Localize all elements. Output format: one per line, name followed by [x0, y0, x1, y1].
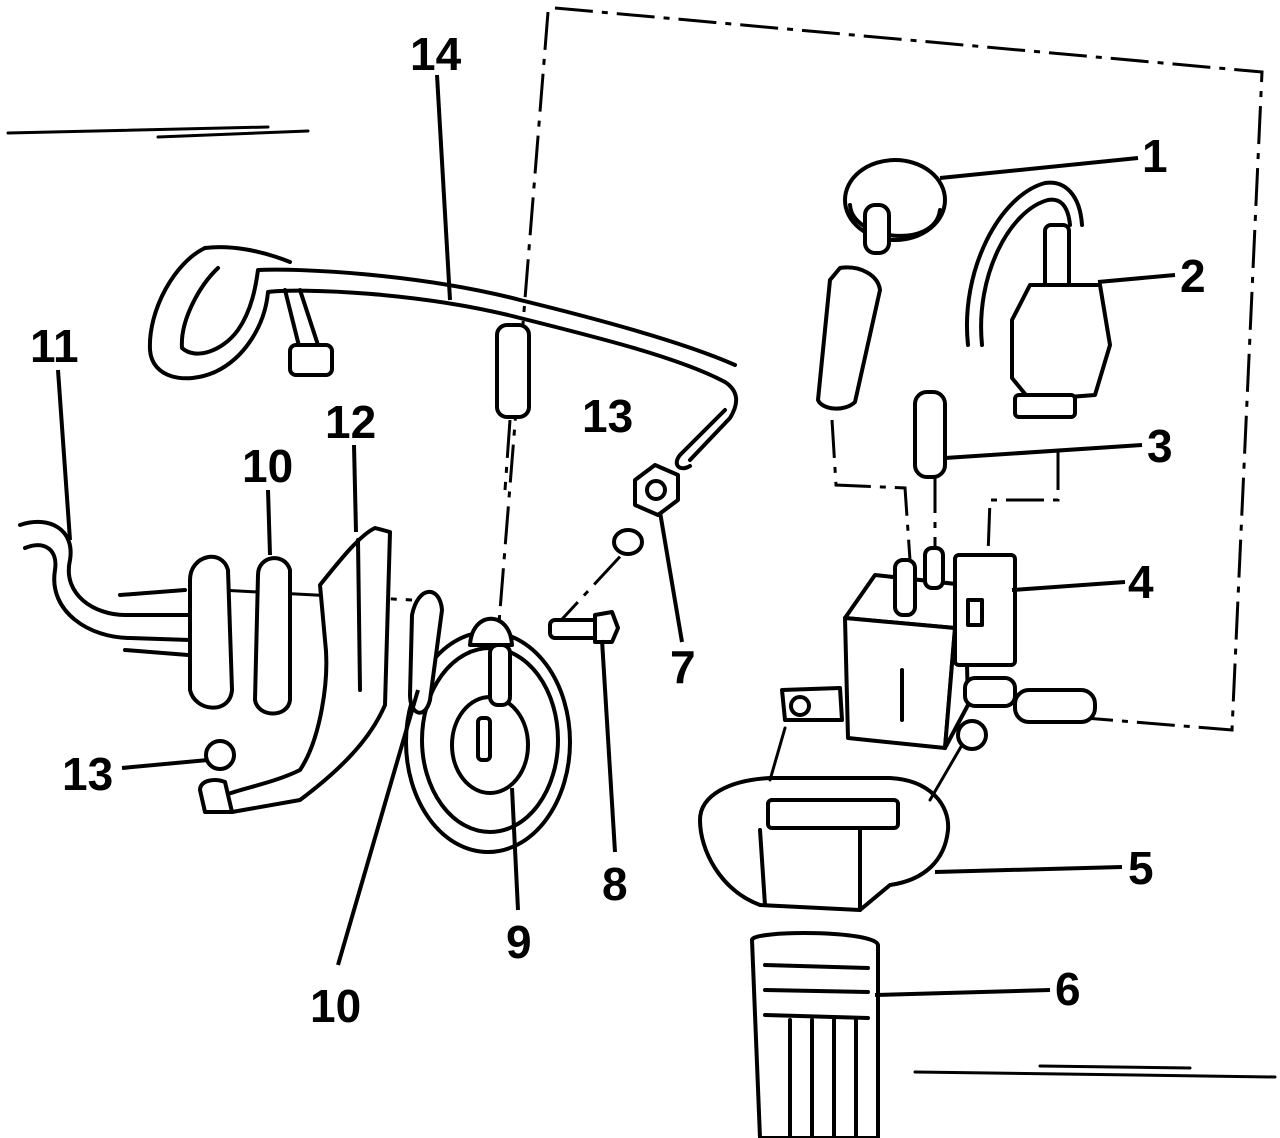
part-4-valve-body [780, 546, 1097, 751]
part-14-vacuum-hose [147, 245, 739, 471]
part-5-mounting-plate [698, 726, 964, 912]
leader-lines [56, 74, 1176, 997]
part-10-gaskets [188, 554, 444, 716]
callout-12: 12 [325, 396, 376, 448]
part-1-vacuum-cap [843, 158, 947, 255]
callout-13-right: 13 [582, 390, 633, 442]
callout-5: 5 [1128, 842, 1154, 894]
callout-8: 8 [602, 858, 628, 910]
part-7-8-13-hardware [548, 463, 680, 644]
part-6-harness-column [750, 931, 880, 1138]
callout-4: 4 [1128, 556, 1154, 608]
callout-10-lower: 10 [310, 980, 361, 1032]
callout-1: 1 [1142, 130, 1168, 182]
part-9-egr-valve [404, 616, 572, 854]
callout-10-upper: 10 [242, 440, 293, 492]
callout-13-left: 13 [62, 748, 113, 800]
part-2-connector [965, 180, 1112, 419]
part-3-hoses [816, 265, 947, 479]
callout-7: 7 [670, 641, 696, 693]
callout-3: 3 [1147, 420, 1173, 472]
callout-14: 14 [410, 28, 462, 80]
callout-11: 11 [30, 320, 79, 372]
callout-9: 9 [506, 916, 532, 968]
rule-lines [6, 125, 1277, 1079]
part-11-12-pipe-bracket [18, 519, 392, 814]
callout-6: 6 [1055, 963, 1081, 1015]
callout-labels: 1 2 3 4 5 6 7 8 9 10 10 11 12 13 13 14 [30, 28, 1206, 1032]
callout-2: 2 [1180, 250, 1206, 302]
